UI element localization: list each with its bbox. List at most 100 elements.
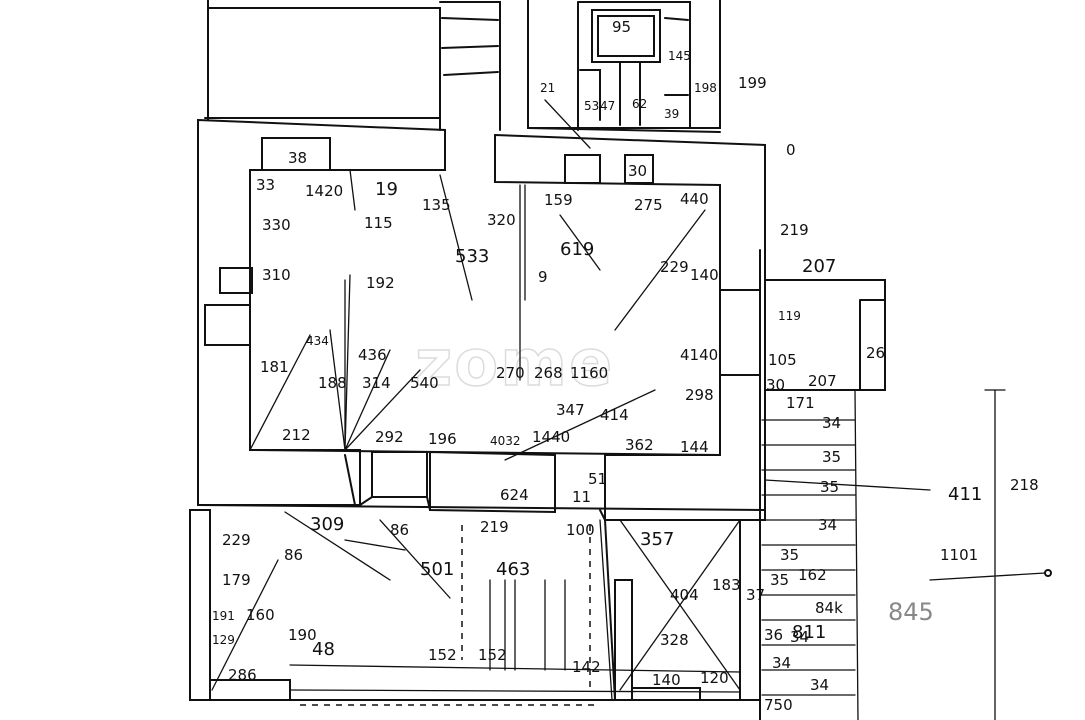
dim-34-top: 34: [822, 414, 841, 432]
dim-501: 501: [420, 559, 454, 580]
dim-292: 292: [375, 428, 404, 446]
dim-84k: 84k: [815, 599, 843, 617]
dim-86-top: 86: [390, 521, 409, 539]
dim-540: 540: [410, 374, 439, 392]
dim-270: 270: [496, 364, 525, 382]
dim-191: 191: [212, 609, 235, 623]
dim-171: 171: [786, 394, 815, 412]
dim-4140: 4140: [680, 346, 718, 364]
dim-309: 309: [310, 514, 344, 535]
dim-115: 115: [364, 214, 393, 232]
dim-1160: 1160: [570, 364, 608, 382]
dim-30: 30: [628, 162, 647, 180]
dim-404: 404: [670, 586, 699, 604]
dim-35-c: 35: [780, 546, 799, 564]
dim-152-b: 152: [478, 646, 507, 664]
dim-845: 845: [888, 598, 934, 626]
dim-34-c: 34: [790, 628, 809, 646]
dim-11: 11: [572, 488, 591, 506]
dim-4032: 4032: [490, 434, 521, 448]
dim-1101: 1101: [940, 546, 978, 564]
dim-51: 51: [588, 470, 607, 488]
dim-533: 533: [455, 246, 489, 267]
dim-188: 188: [318, 374, 347, 392]
watermark: zome: [415, 327, 614, 401]
dim-1440: 1440: [532, 428, 570, 446]
top-structures: [204, 0, 721, 149]
dim-181: 181: [260, 358, 289, 376]
dim-411: 411: [948, 484, 982, 505]
dim-414: 414: [600, 406, 629, 424]
dim-347: 347: [556, 401, 585, 419]
dim-9: 9: [538, 268, 548, 286]
dim-199: 199: [738, 74, 767, 92]
dim-219-right: 219: [780, 221, 809, 239]
dim-436: 436: [358, 346, 387, 364]
dim-750: 750: [764, 696, 793, 714]
dim-48: 48: [312, 639, 335, 660]
dim-229-left: 229: [222, 531, 251, 549]
dim-21: 21: [540, 81, 555, 95]
dim-35-d: 35: [770, 571, 789, 589]
dim-140-bottom: 140: [652, 671, 681, 689]
dim-440: 440: [680, 190, 709, 208]
dim-286: 286: [228, 666, 257, 684]
dim-275: 275: [634, 196, 663, 214]
dim-218: 218: [1010, 476, 1039, 494]
dim-314: 314: [362, 374, 391, 392]
dim-145: 145: [668, 49, 691, 63]
dim-196: 196: [428, 430, 457, 448]
dim-35-a: 35: [822, 448, 841, 466]
dim-26: 26: [866, 344, 885, 362]
dim-30b: 30: [766, 376, 785, 394]
dim-310: 310: [262, 266, 291, 284]
dim-119: 119: [778, 309, 801, 323]
dim-33: 33: [256, 176, 275, 194]
interior-lines: [189, 169, 766, 706]
dim-0: 0: [786, 141, 796, 159]
dim-34-e: 34: [810, 676, 829, 694]
dim-39: 39: [664, 107, 679, 121]
openings: [204, 137, 761, 498]
dim-320: 320: [487, 211, 516, 229]
dim-140: 140: [690, 266, 719, 284]
dim-135: 135: [422, 196, 451, 214]
dim-298: 298: [685, 386, 714, 404]
dim-34-d: 34: [772, 654, 791, 672]
dimension-labels: 95 21 199 198 39 62 53 47 145 38 33 330 …: [212, 18, 1039, 714]
dim-212: 212: [282, 426, 311, 444]
dim-105: 105: [768, 351, 797, 369]
dim-207-top: 207: [802, 256, 836, 277]
dim-95: 95: [612, 18, 631, 36]
dim-434: 434: [306, 334, 329, 348]
hatched-walls: [189, 118, 766, 701]
dim-162: 162: [798, 566, 827, 584]
dim-357: 357: [640, 529, 674, 550]
dim-19: 19: [375, 179, 398, 200]
dim-463: 463: [496, 559, 530, 580]
dim-268: 268: [534, 364, 563, 382]
right-exterior: [759, 249, 1052, 720]
dim-619: 619: [560, 239, 594, 260]
dim-159: 159: [544, 191, 573, 209]
dim-160: 160: [246, 606, 275, 624]
dim-190: 190: [288, 626, 317, 644]
dim-37: 37: [746, 586, 765, 604]
dim-129: 129: [212, 633, 235, 647]
dim-120: 120: [700, 669, 729, 687]
dim-328: 328: [660, 631, 689, 649]
dim-35-b: 35: [820, 478, 839, 496]
dim-229: 229: [660, 258, 689, 276]
dim-198: 198: [694, 81, 717, 95]
dim-1420: 1420: [305, 182, 343, 200]
dim-53: 53: [584, 99, 599, 113]
dim-36: 36: [764, 626, 783, 644]
dim-219-mid: 219: [480, 518, 509, 536]
dim-179: 179: [222, 571, 251, 589]
dim-38: 38: [288, 149, 307, 167]
dim-62: 62: [632, 97, 647, 111]
dim-144: 144: [680, 438, 709, 456]
dim-86-side: 86: [284, 546, 303, 564]
dim-47: 47: [600, 99, 615, 113]
